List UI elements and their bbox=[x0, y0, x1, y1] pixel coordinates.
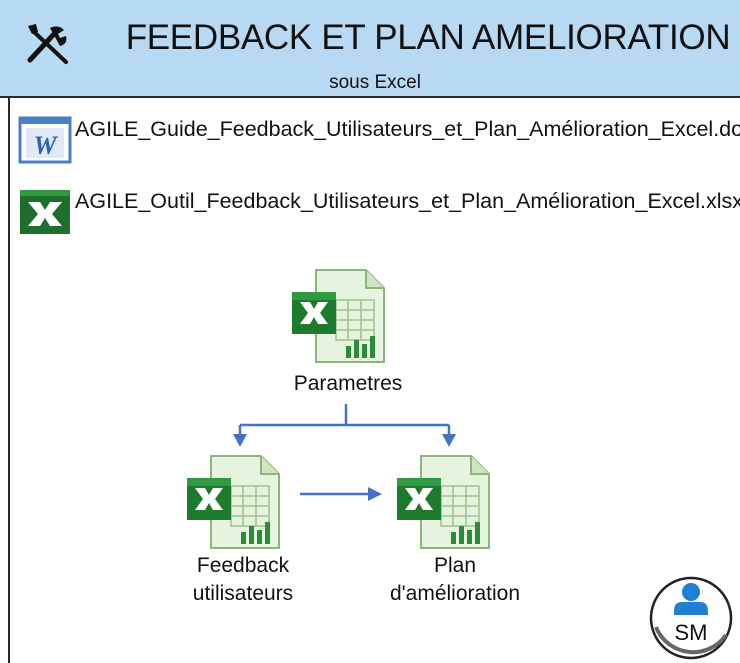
node-label-feedback-line2: utilisateurs bbox=[192, 582, 294, 605]
page-subtitle: sous Excel bbox=[329, 72, 421, 93]
arrowhead-right bbox=[442, 434, 456, 447]
file-link-outil[interactable]: AGILE_Outil_Feedback_Utilisateurs_et_Pla… bbox=[18, 186, 740, 238]
node-label-plan: Plan d'amélioration bbox=[360, 552, 550, 608]
header-banner: FEEDBACK ET PLAN AMELIORATION sous Excel bbox=[0, 0, 740, 98]
node-label-plan-line2: d'amélioration bbox=[389, 582, 521, 605]
word-doc-icon: W bbox=[18, 116, 72, 164]
role-badge-label: SM bbox=[674, 620, 708, 645]
arrowhead-left bbox=[233, 434, 247, 447]
node-label-parametres: Parametres bbox=[293, 372, 403, 395]
node-label-feedback: Feedback utilisateurs bbox=[148, 552, 338, 608]
svg-text:W: W bbox=[33, 131, 58, 160]
file-name-guide: AGILE_Guide_Feedback_Utilisateurs_et_Pla… bbox=[75, 117, 740, 141]
excel-icon bbox=[20, 190, 70, 234]
file-link-guide[interactable]: W AGILE_Guide_Feedback_Utilisateurs_et_P… bbox=[18, 114, 740, 166]
user-icon bbox=[649, 576, 733, 660]
node-label-feedback-line1: Feedback bbox=[196, 554, 290, 577]
tools-icon bbox=[27, 24, 68, 64]
arrowhead-horizontal bbox=[368, 487, 382, 501]
node-label-plan-line1: Plan bbox=[433, 554, 477, 577]
left-border bbox=[8, 98, 10, 663]
file-name-outil: AGILE_Outil_Feedback_Utilisateurs_et_Pla… bbox=[75, 189, 740, 213]
page-title: FEEDBACK ET PLAN AMELIORATION bbox=[125, 18, 731, 57]
